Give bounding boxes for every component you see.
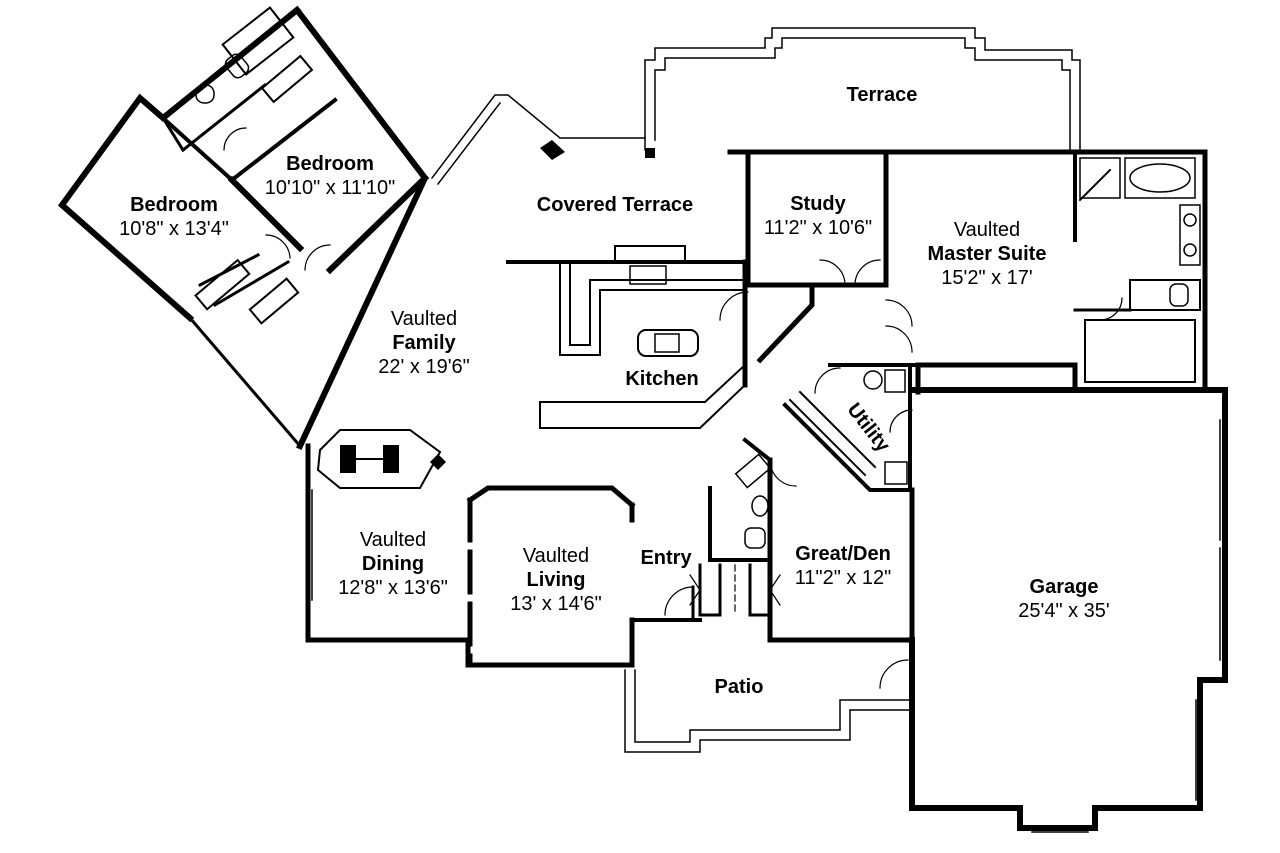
bedroom-left-label: Bedroom 10'8" x 13'4" xyxy=(119,193,229,241)
family-size: 22' x 19'6" xyxy=(378,356,470,378)
dining-prefix: Vaulted xyxy=(359,529,427,551)
bedroom-wing-outer xyxy=(292,5,429,450)
garage-size: 25'4" x 35' xyxy=(1018,600,1110,622)
bedroom-upper-size: 10'10" x 11'10" xyxy=(264,177,396,199)
family-name: Family xyxy=(392,332,456,354)
great-den-name: Great/Den xyxy=(795,543,891,565)
dining-size: 12'8" x 13'6" xyxy=(338,577,448,599)
master-suite-prefix: Vaulted xyxy=(953,219,1021,241)
den-walls xyxy=(767,487,915,643)
living-prefix: Vaulted xyxy=(522,545,590,567)
terrace-outline-inner xyxy=(654,37,1071,151)
study-size: 11'2" x 10'6" xyxy=(763,217,873,239)
entry-name: Entry xyxy=(640,547,692,569)
study-walls xyxy=(745,149,889,288)
terrace-label: Terrace xyxy=(847,83,918,107)
great-den-label: Great/Den 11"2" x 12" xyxy=(795,542,892,590)
garage-label: Garage 25'4" x 35' xyxy=(1018,575,1109,623)
bedroom-left-name: Bedroom xyxy=(130,194,218,216)
family-label: Vaulted Family 22' x 19'6" xyxy=(378,307,469,379)
dining-name: Dining xyxy=(361,553,425,575)
patio-outline xyxy=(624,669,913,753)
patio-name: Patio xyxy=(714,676,764,698)
living-size: 13' x 14'6" xyxy=(510,593,602,615)
fireplace xyxy=(316,429,442,489)
bedroom-upper-name: Bedroom xyxy=(286,153,374,175)
living-walls xyxy=(466,485,636,509)
garage-walls xyxy=(909,387,1228,831)
covered-terrace-label: Covered Terrace xyxy=(537,193,693,217)
utility-walls xyxy=(782,363,912,492)
living-label: Vaulted Living 13' x 14'6" xyxy=(510,544,601,616)
great-den-size: 11"2" x 12" xyxy=(794,567,892,589)
terrace-name: Terrace xyxy=(846,84,918,106)
study-name: Study xyxy=(790,193,846,215)
garage-name: Garage xyxy=(1029,576,1099,598)
kitchen-counter xyxy=(559,261,746,356)
bedroom-left-size: 10'8" x 13'4" xyxy=(119,218,229,240)
bedroom-upper-label: Bedroom 10'10" x 11'10" xyxy=(265,152,395,200)
master-suite-name: Master Suite xyxy=(927,243,1047,265)
family-prefix: Vaulted xyxy=(390,308,458,330)
terrace-outline xyxy=(644,27,1081,151)
living-name: Living xyxy=(526,569,586,591)
patio-label: Patio xyxy=(715,675,764,699)
entry-label: Entry xyxy=(640,546,691,570)
covered-terrace-outline xyxy=(430,94,646,180)
master-suite-label: Vaulted Master Suite 15'2" x 17' xyxy=(928,218,1047,290)
kitchen-name: Kitchen xyxy=(625,368,699,390)
dining-label: Vaulted Dining 12'8" x 13'6" xyxy=(338,528,448,600)
covered-terrace-name: Covered Terrace xyxy=(536,194,694,216)
kitchen-label: Kitchen xyxy=(625,367,698,391)
master-suite-size: 15'2" x 17' xyxy=(941,267,1033,289)
study-label: Study 11'2" x 10'6" xyxy=(764,192,872,240)
